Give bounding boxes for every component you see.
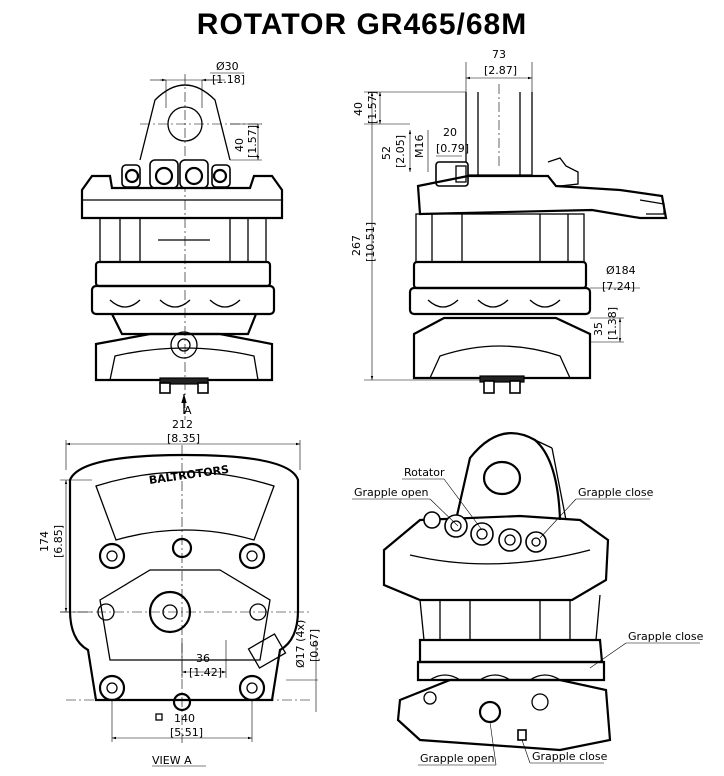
brand-text: BALTROTORS (148, 463, 230, 487)
label-grapple-open-top: Grapple open (354, 486, 429, 499)
view-label: VIEW A (152, 754, 192, 767)
side-dim-40-in: [1.57] (366, 91, 379, 124)
dim-d17-in: [0.67] (308, 629, 321, 662)
dim-36: 36 (196, 652, 210, 665)
dim-40: 40 (233, 138, 246, 152)
label-grapple-close-bottom: Grapple close (532, 750, 608, 763)
section-label-a: A (184, 404, 192, 417)
side-dim-40: 40 (352, 102, 365, 116)
dim-36-in: [1.42] (189, 666, 222, 679)
dim-73: 73 (492, 48, 506, 61)
label-grapple-open-bottom: Grapple open (420, 752, 495, 765)
dim-267: 267 (350, 235, 363, 256)
dim-d30: Ø30 (216, 60, 239, 73)
dim-d184: Ø184 (606, 264, 636, 277)
dim-35: 35 (592, 322, 605, 336)
dim-m16: M16 (413, 135, 426, 159)
label-grapple-close-top: Grapple close (578, 486, 654, 499)
dim-212: 212 (172, 418, 193, 431)
dim-174: 174 (38, 531, 51, 552)
side-view: 73 [2.87] 40 [1.57] 52 [2.05] M16 20 [0.… (350, 48, 668, 394)
dim-140: 140 (174, 712, 195, 725)
dim-d17: Ø17 (4x) (294, 620, 307, 668)
dim-d30-in: [1.18] (212, 73, 245, 86)
label-rotator: Rotator (404, 466, 445, 479)
dim-140-in: [5.51] (170, 726, 203, 739)
label-grapple-close-right: Grapple close (628, 630, 704, 643)
bottom-view: 212 [8.35] BALTROTORS 36 [1.42] 174 (38, 418, 321, 767)
dim-52: 52 (380, 146, 393, 160)
dim-d184-in: [7.24] (602, 280, 635, 293)
front-view: Ø30 [1.18] 40 [1.57] (80, 60, 284, 420)
dim-73-in: [2.87] (484, 64, 517, 77)
page-title: ROTATOR GR465/68M (196, 8, 528, 41)
dim-20-in: [0.79] (436, 142, 469, 155)
dim-212-in: [8.35] (167, 432, 200, 445)
iso-view: Rotator Grapple open Grapple close Grapp… (352, 432, 704, 766)
dim-267-in: [10.51] (364, 222, 377, 262)
dim-174-in: [6.85] (52, 525, 65, 558)
dim-52-in: [2.05] (394, 135, 407, 168)
dim-40-in: [1.57] (246, 125, 259, 158)
dim-35-in: [1.38] (606, 307, 619, 340)
dim-20: 20 (443, 126, 457, 139)
